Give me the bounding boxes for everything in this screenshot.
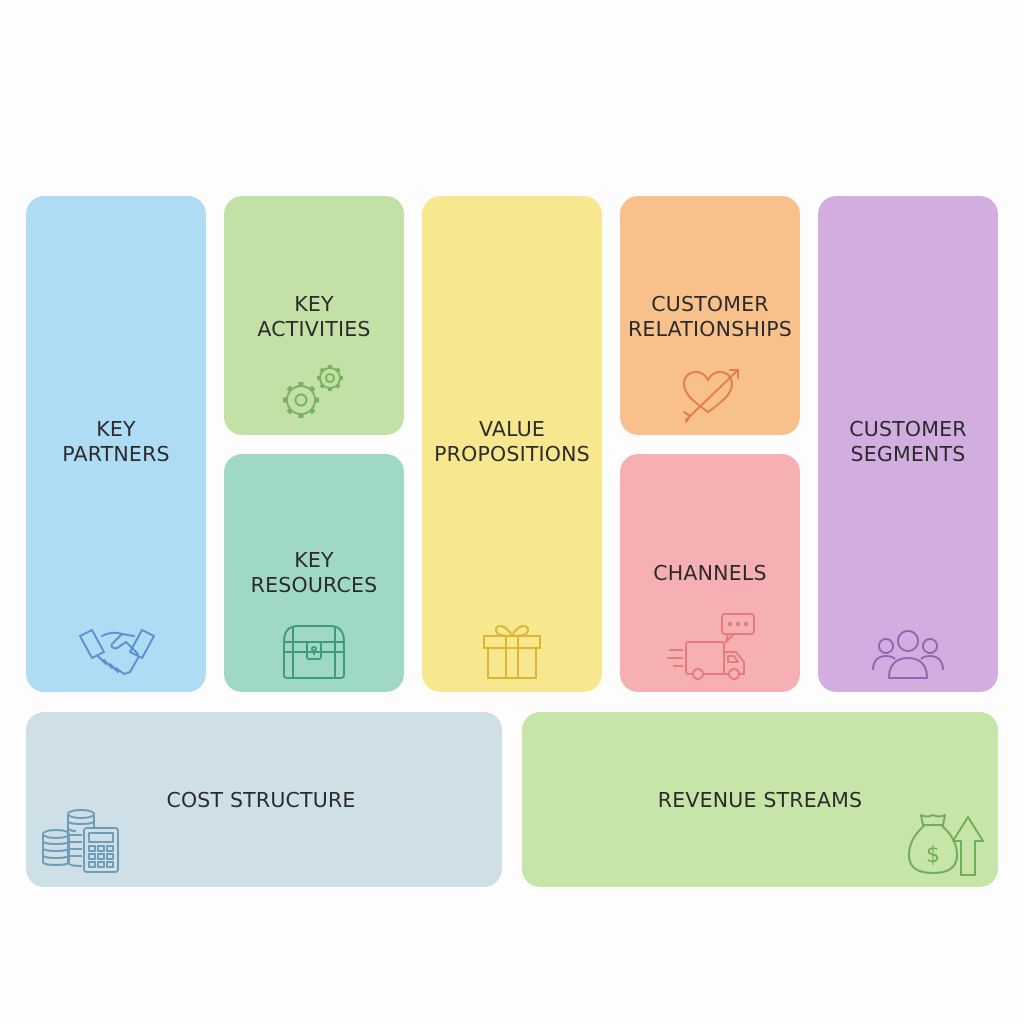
gift-icon (482, 622, 542, 680)
heart-arrow-icon (680, 366, 744, 424)
key-resources-label-line1: KEY (294, 548, 334, 572)
customer-relationships-label-line2: RELATIONSHIPS (627, 317, 792, 341)
customer-segments-label-line1: CUSTOMER (849, 417, 967, 441)
key-partners-label: KEY PARTNERS (26, 417, 206, 467)
customer-relationships-label: CUSTOMER RELATIONSHIPS (620, 292, 800, 342)
key-activities-label-line2: ACTIVITIES (257, 317, 371, 341)
revenue-streams-label-line1: REVENUE STREAMS (657, 788, 863, 812)
value-propositions-label: VALUE PROPOSITIONS (422, 417, 602, 467)
svg-text:$: $ (926, 843, 940, 868)
customer-segments-block: CUSTOMER SEGMENTS (818, 196, 998, 692)
key-partners-label-line1: KEY (96, 417, 136, 441)
delivery-truck-icon (666, 612, 758, 682)
key-partners-block: KEY PARTNERS (26, 196, 206, 692)
value-propositions-label-line2: PROPOSITIONS (434, 442, 590, 466)
cost-structure-block: COST STRUCTURE (26, 712, 502, 887)
people-group-icon (871, 628, 945, 680)
value-propositions-block: VALUE PROPOSITIONS (422, 196, 602, 692)
gears-icon (278, 362, 350, 424)
key-resources-label-line2: RESOURCES (250, 573, 378, 597)
cost-structure-label: COST STRUCTURE (20, 788, 502, 813)
key-resources-label: KEY RESOURCES (224, 548, 404, 598)
customer-relationships-label-line1: CUSTOMER (651, 292, 769, 316)
key-activities-label-line1: KEY (294, 292, 334, 316)
key-resources-block: KEY RESOURCES (224, 454, 404, 692)
channels-label-line1: CHANNELS (653, 561, 767, 585)
handshake-icon (78, 626, 156, 682)
coins-calculator-icon (40, 806, 120, 876)
cost-structure-label-line1: COST STRUCTURE (166, 788, 356, 812)
money-bag-arrow-icon: $ (907, 811, 984, 877)
channels-label: CHANNELS (620, 561, 800, 586)
revenue-streams-block: REVENUE STREAMS $ (522, 712, 998, 887)
key-partners-label-line2: PARTNERS (62, 442, 170, 466)
customer-relationships-block: CUSTOMER RELATIONSHIPS (620, 196, 800, 435)
key-activities-block: KEY ACTIVITIES (224, 196, 404, 435)
value-propositions-label-line1: VALUE (478, 417, 546, 441)
customer-segments-label: CUSTOMER SEGMENTS (818, 417, 998, 467)
key-activities-label: KEY ACTIVITIES (224, 292, 404, 342)
customer-segments-label-line2: SEGMENTS (850, 442, 966, 466)
revenue-streams-label: REVENUE STREAMS (522, 788, 998, 813)
treasure-chest-icon (281, 624, 347, 680)
channels-block: CHANNELS (620, 454, 800, 692)
